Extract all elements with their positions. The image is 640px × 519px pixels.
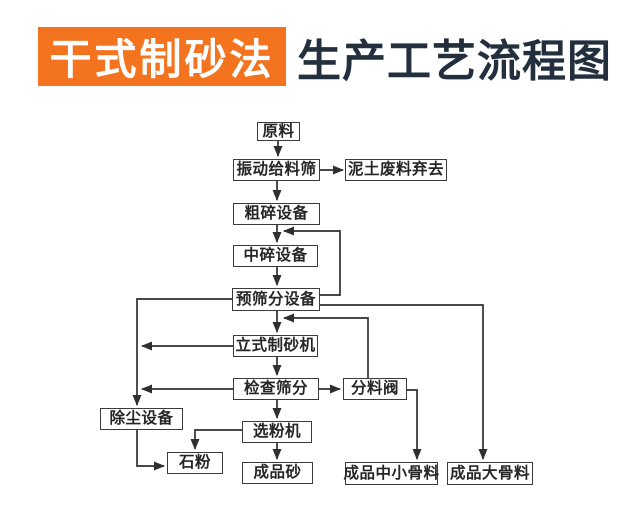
flow-node-dust-removal: 除尘设备 [100,408,183,430]
flow-node-distribution-valve: 分料阀 [343,378,407,400]
flow-node-vibrating-feeder: 振动给料筛 [233,159,320,181]
flow-node-finished-mid-small-aggregate: 成品中小骨料 [344,462,439,485]
flow-edge-valve-return-loop [283,313,369,378]
flow-edge-prescreen-to-large [320,304,488,460]
flow-edge-prescreen-to-dust-line [132,298,232,406]
page-header: 干式制砂法 生产工艺流程图 [0,0,640,100]
flow-node-waste-discard: 泥土废料弃去 [345,159,447,181]
flow-edge-dust-to-stone-powder [136,430,165,471]
flow-node-finished-large-aggregate: 成品大骨料 [447,462,533,485]
flow-node-finished-sand: 成品砂 [242,462,313,484]
flow-node-inspection-screening: 检查筛分 [233,378,319,400]
flow-edge-separator-to-stone-powder [190,429,242,450]
title-badge: 干式制砂法 [38,27,286,86]
flow-node-coarse-crusher: 粗碎设备 [233,203,320,225]
flow-node-powder-separator: 选粉机 [242,421,312,443]
flow-edge-valve-to-mid-small [407,389,422,460]
flow-node-medium-crusher: 中碎设备 [233,245,318,267]
flow-edge-prescreen-return-loop [283,226,341,296]
title-badge-text: 干式制砂法 [49,36,275,83]
flow-node-pre-screening: 预筛分设备 [232,288,320,311]
flow-node-stone-powder: 石粉 [167,452,223,474]
flow-node-raw-material: 原料 [257,122,300,141]
flow-node-vertical-sand-maker: 立式制砂机 [233,335,318,357]
page-title: 生产工艺流程图 [297,36,612,86]
